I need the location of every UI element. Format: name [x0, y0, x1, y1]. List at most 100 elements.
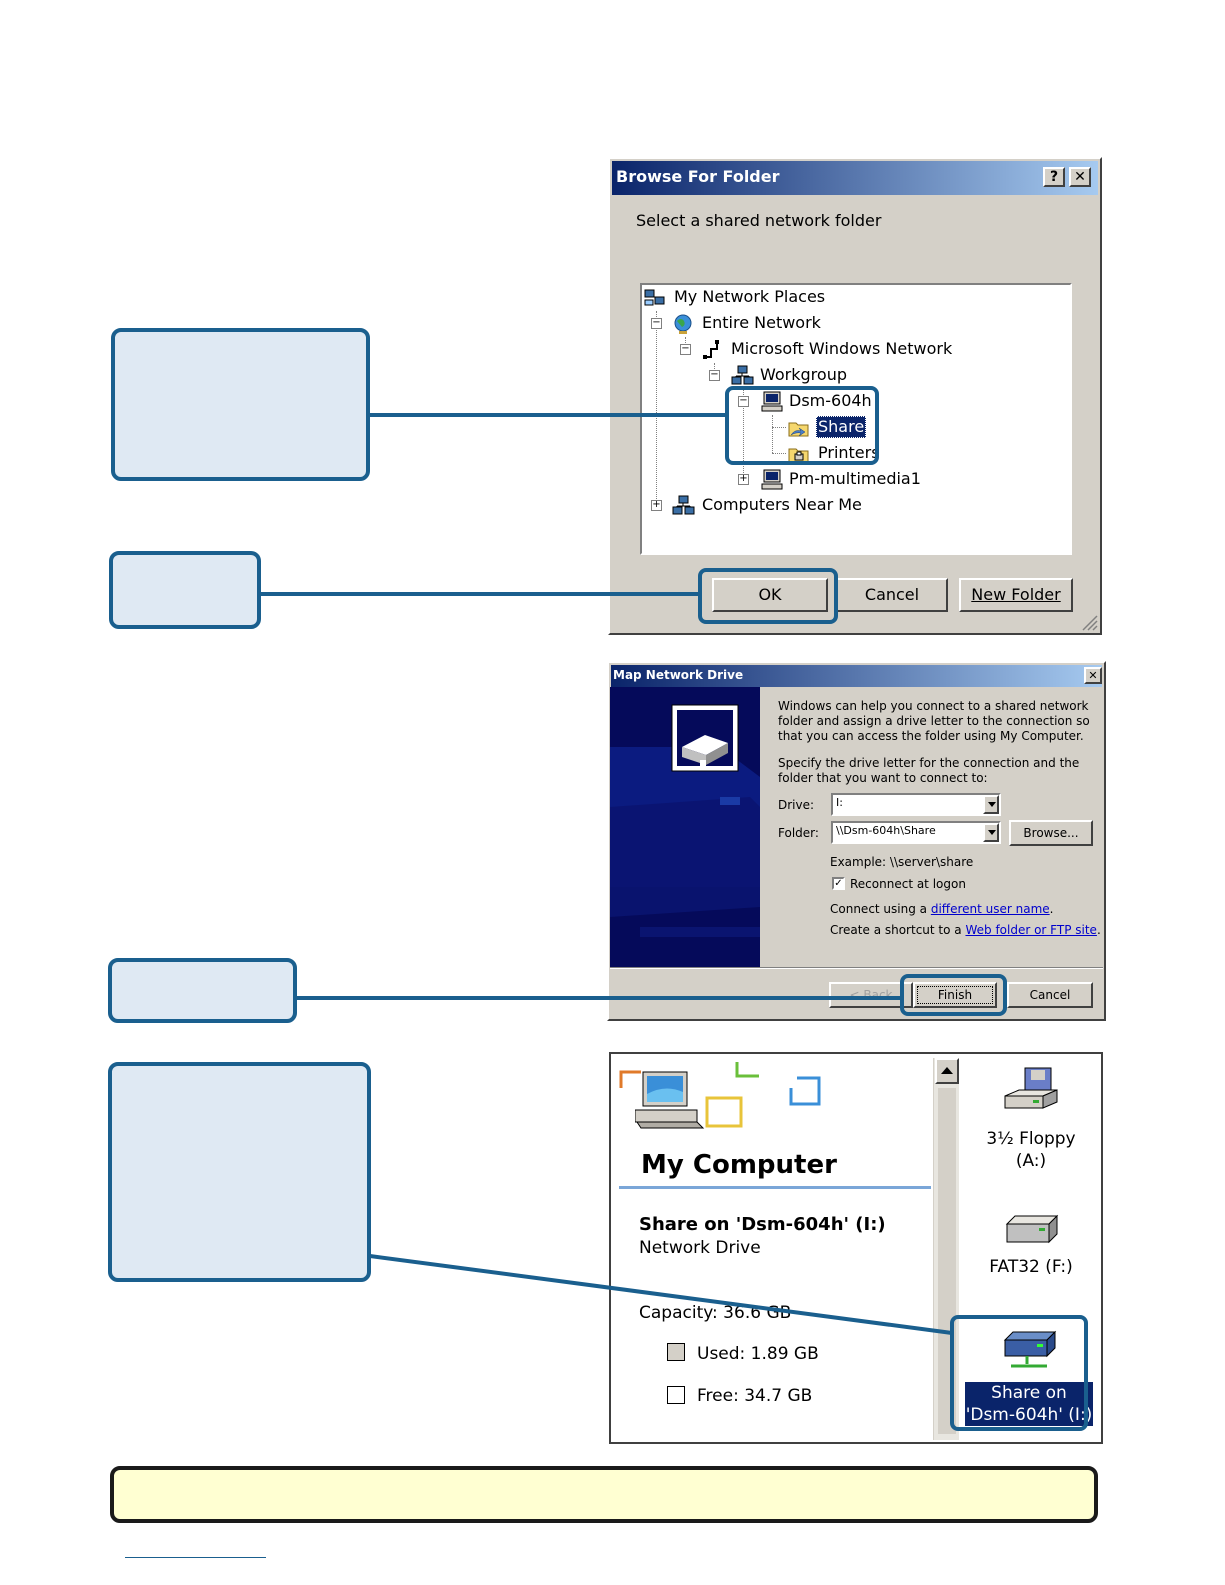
- close-button[interactable]: ✕: [1069, 167, 1091, 187]
- network-places-icon: [644, 288, 666, 312]
- scroll-up-arrow-icon: [941, 1067, 953, 1074]
- note-box: [110, 1466, 1098, 1523]
- ok-button[interactable]: OK: [712, 578, 828, 612]
- folder-label: Folder:: [778, 826, 819, 840]
- floppy-label-line2: (A:): [1015, 1151, 1047, 1171]
- browse-button[interactable]: Browse...: [1009, 820, 1093, 846]
- connector-line-2: [260, 592, 700, 596]
- callout-box-4: [108, 1062, 371, 1282]
- different-user-link[interactable]: different user name: [930, 902, 1050, 916]
- folder-value: \\Dsm-604h\Share: [836, 824, 936, 837]
- callout-box-3: [108, 958, 297, 1023]
- drive-icons-pane: 3½ Floppy (A:) FAT32 (F:) Share on 'Dsm-…: [961, 1058, 1101, 1440]
- tree-item-share[interactable]: Share: [816, 416, 867, 438]
- dropdown-arrow-icon[interactable]: [983, 795, 999, 814]
- title-bar: [612, 161, 1098, 195]
- computer-icon: [760, 391, 784, 417]
- map-network-drive-dialog: Map Network Drive ✕ Windows can help you…: [607, 661, 1106, 1021]
- highlight-network-drive: [950, 1315, 1088, 1431]
- tree-item-computers-near-me[interactable]: Computers Near Me: [702, 495, 862, 514]
- intro-text: Windows can help you connect to a shared…: [778, 699, 1090, 743]
- wizard-banner: [610, 687, 760, 967]
- floppy-drive-icon[interactable]: [1003, 1066, 1059, 1120]
- tree-item-pm-multimedia1[interactable]: Pm-multimedia1: [789, 469, 921, 488]
- drive-label: Drive:: [778, 798, 815, 812]
- shared-folder-icon: [787, 417, 811, 443]
- reconnect-label: Reconnect at logon: [850, 877, 966, 891]
- shortcut-prefix: Create a shortcut to a: [830, 923, 962, 937]
- tree-item-printers[interactable]: Printers: [818, 443, 880, 462]
- resize-grip-icon[interactable]: [1080, 613, 1098, 631]
- network-drive-label[interactable]: Share on 'Dsm-604h' (I:): [965, 1382, 1093, 1426]
- hard-drive-icon[interactable]: [1005, 1212, 1059, 1252]
- reconnect-checkbox[interactable]: ✓: [832, 877, 845, 890]
- panel-title: My Computer: [641, 1150, 837, 1180]
- collapse-icon[interactable]: −: [709, 369, 720, 381]
- dialog-title: Browse For Folder: [616, 167, 780, 186]
- new-folder-button[interactable]: New Folder: [959, 578, 1073, 612]
- my-computer-icon: [634, 1070, 705, 1134]
- instruction-text: Select a shared network folder: [636, 211, 882, 230]
- separator: [610, 967, 1103, 969]
- fat32-drive-label[interactable]: FAT32 (F:): [989, 1257, 1073, 1277]
- highlight-ok-button: [698, 568, 838, 624]
- drive-value: I:: [836, 796, 843, 809]
- expand-icon[interactable]: +: [651, 499, 662, 511]
- workgroup-icon: [672, 495, 696, 521]
- dialog-title: Map Network Drive: [613, 668, 744, 682]
- network-link-icon: [702, 339, 724, 365]
- globe-icon: [672, 313, 694, 339]
- callout-box-1: [111, 328, 370, 481]
- used-text: Used: 1.89 GB: [697, 1344, 819, 1364]
- connect-prefix: Connect using a: [830, 902, 928, 916]
- drive-type: Network Drive: [639, 1238, 761, 1258]
- cancel-button[interactable]: Cancel: [836, 578, 948, 612]
- free-swatch: [667, 1386, 685, 1404]
- drive-select[interactable]: I:: [831, 793, 1001, 816]
- network-drive-label-line1: Share on: [991, 1383, 1067, 1403]
- used-swatch: [667, 1343, 685, 1361]
- decorative-squares: [619, 1062, 821, 1128]
- title-rule: [619, 1186, 931, 1189]
- dropdown-arrow-icon[interactable]: [983, 823, 999, 842]
- highlight-share-folder: [725, 386, 879, 465]
- tree-item-microsoft-windows-network[interactable]: Microsoft Windows Network: [731, 339, 953, 358]
- tree-item-dsm-604h[interactable]: Dsm-604h: [789, 391, 872, 410]
- computer-icon: [760, 469, 784, 495]
- folder-tree[interactable]: My Network Places − Entire Network − Mic…: [640, 283, 1072, 555]
- specify-text: Specify the drive letter for the connect…: [778, 756, 1080, 785]
- free-text: Free: 34.7 GB: [697, 1386, 813, 1406]
- workgroup-icon: [731, 365, 755, 391]
- collapse-icon[interactable]: −: [651, 317, 662, 329]
- shortcut-line: Create a shortcut to a Web folder or FTP…: [830, 923, 1101, 937]
- collapse-icon[interactable]: −: [680, 343, 691, 355]
- tree-item-workgroup[interactable]: Workgroup: [760, 365, 847, 384]
- floppy-drive-label[interactable]: 3½ Floppy (A:): [961, 1128, 1101, 1172]
- expand-icon[interactable]: +: [738, 473, 749, 485]
- web-folder-link[interactable]: Web folder or FTP site: [965, 923, 1097, 937]
- connector-line-3: [295, 996, 902, 1000]
- cancel-button[interactable]: Cancel: [1007, 982, 1093, 1008]
- highlight-finish-button: [900, 974, 1007, 1016]
- scroll-up-button[interactable]: [935, 1058, 959, 1084]
- tree-item-my-network-places[interactable]: My Network Places: [674, 287, 826, 306]
- browse-for-folder-dialog: Browse For Folder ? ✕ Select a shared ne…: [608, 157, 1102, 635]
- connector-line-1: [369, 413, 727, 417]
- close-button[interactable]: ✕: [1084, 667, 1102, 684]
- callout-box-2: [109, 551, 261, 629]
- capacity-text: Capacity: 36.6 GB: [639, 1303, 792, 1323]
- finish-button[interactable]: Finish: [913, 982, 997, 1008]
- folder-select[interactable]: \\Dsm-604h\Share: [831, 821, 1001, 844]
- tree-item-entire-network[interactable]: Entire Network: [702, 313, 821, 332]
- footer-underline: [125, 1557, 266, 1558]
- drive-name: Share on 'Dsm-604h' (I:): [639, 1214, 886, 1235]
- help-button[interactable]: ?: [1043, 167, 1065, 187]
- collapse-icon[interactable]: −: [738, 395, 749, 407]
- new-folder-label: New Folder: [971, 585, 1061, 604]
- network-drive-label-line2: 'Dsm-604h' (I:): [965, 1405, 1093, 1425]
- connect-line: Connect using a different user name.: [830, 902, 1054, 916]
- floppy-label-line1: 3½ Floppy: [986, 1129, 1076, 1149]
- example-text: Example: \\server\share: [830, 855, 974, 869]
- network-drive-icon[interactable]: [1003, 1328, 1059, 1376]
- title-bar: [611, 665, 1102, 687]
